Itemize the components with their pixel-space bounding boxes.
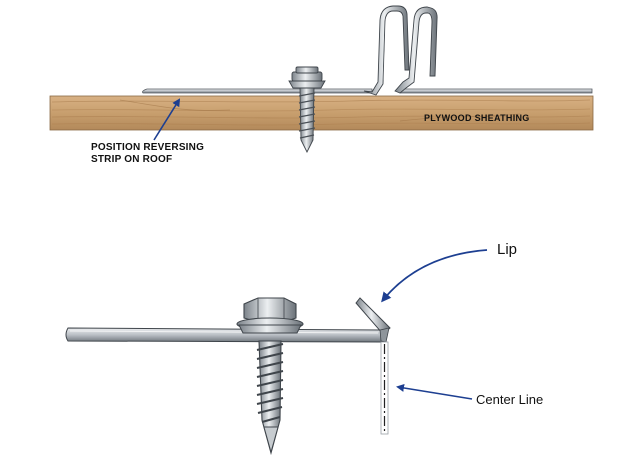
center-line	[380, 341, 389, 435]
bottom-diagram	[65, 249, 488, 456]
plywood-sheathing-label: PLYWOOD SHEATHING	[424, 113, 530, 123]
center-line-label: Center Line	[476, 392, 544, 407]
strip-label-line1: POSITION REVERSING	[91, 142, 205, 153]
arrow-icon	[153, 98, 181, 141]
arrow-icon	[381, 249, 488, 303]
top-diagram	[49, 5, 594, 154]
reversing-strip	[142, 88, 593, 94]
lip-label: Lip	[497, 241, 518, 258]
strip-label-line2: STRIP ON ROOF	[91, 154, 173, 165]
lip	[355, 297, 391, 343]
plywood-board	[49, 95, 594, 131]
strip-label: POSITION REVERSING STRIP ON ROOF	[91, 142, 204, 166]
screw-icon	[236, 297, 304, 456]
screw-icon	[288, 66, 326, 154]
standing-seam	[363, 5, 438, 96]
flat-bar	[65, 327, 385, 343]
arrow-icon	[396, 384, 473, 400]
